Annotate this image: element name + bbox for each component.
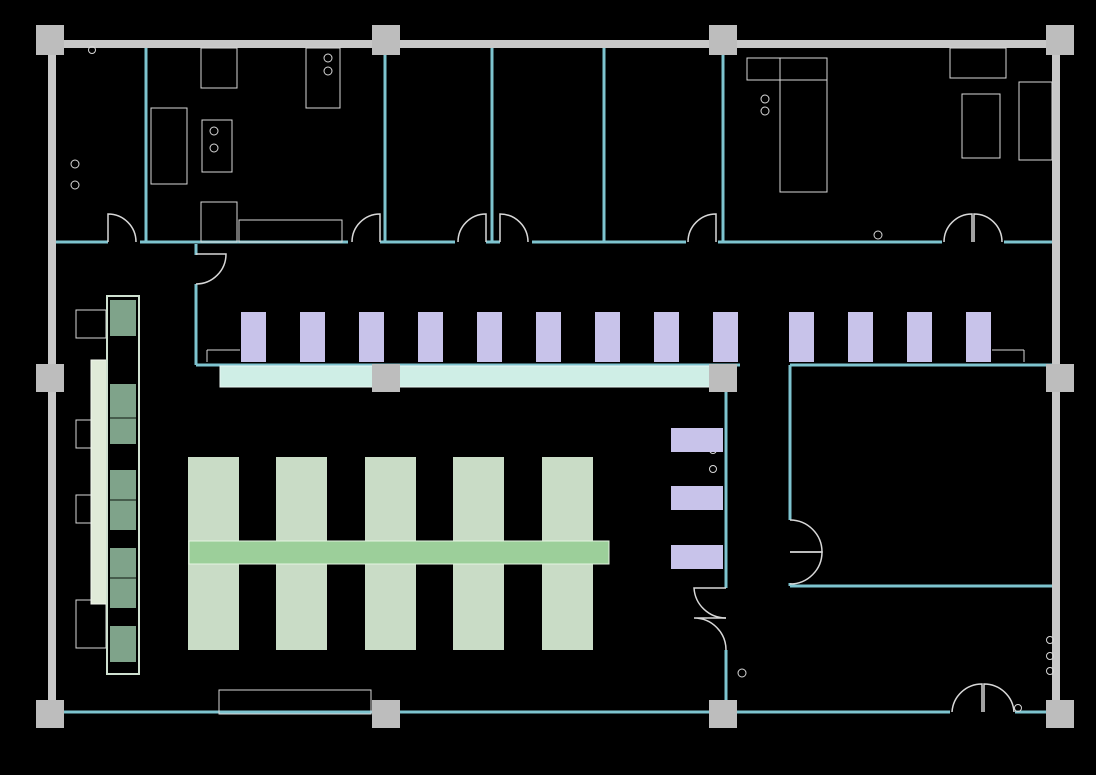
column [372,364,400,392]
cabinet [200,201,238,243]
column [709,364,737,392]
workstation [671,428,723,452]
workstation [359,312,384,362]
column [36,700,64,728]
rack-unit-bottom [110,626,136,662]
wall-north [48,40,1060,48]
door-swing-room5 [687,213,717,243]
workstation [789,312,814,362]
door-swing-entrance-right [983,683,1015,713]
column [36,25,64,55]
column [1046,364,1074,392]
rack-unit-top [110,300,136,336]
equipment-rack [90,295,140,675]
east-workstations [671,428,723,569]
workstation [595,312,620,362]
workstation [966,312,991,362]
rack-frame [106,295,140,675]
column [709,700,737,728]
door-swing-office-east [789,519,823,553]
lab-counter [219,365,721,388]
door-swing-room6-left [943,213,973,243]
bench-spine [188,540,610,565]
workstation [300,312,325,362]
door-swing-room1 [107,213,137,243]
desk [961,93,1001,159]
workstation [536,312,561,362]
rack-panel [90,359,108,605]
workstation [848,312,873,362]
column [1046,700,1074,728]
desk [150,107,188,185]
door-swing-entrance-left [951,683,983,713]
door-swing-room3 [457,213,487,243]
workstation [418,312,443,362]
structural-columns [36,25,1074,728]
door-swing-room4 [499,213,529,243]
north-workstations [241,312,991,362]
column [372,700,400,728]
column [1046,25,1074,55]
shelf [1018,81,1053,161]
door-swings [107,213,1015,713]
counter [218,689,372,715]
workstation [907,312,932,362]
door-swing-office-east-2 [789,551,823,585]
column [372,25,400,55]
rack-unit [110,384,136,444]
door-swing-room6-right [973,213,1003,243]
equipment [201,119,233,173]
cabinet [200,47,238,89]
counter [238,219,343,243]
door-swing-room2 [351,213,381,243]
workstation [671,545,723,569]
door-swing-lab-north [195,253,227,285]
workstation [671,486,723,510]
workstation [654,312,679,362]
workstation [241,312,266,362]
workstation [713,312,738,362]
workstation [477,312,502,362]
column [36,364,64,392]
door-swing-lab-east-2 [693,617,727,651]
cabinet [949,47,1007,79]
desk [779,57,828,193]
column [709,25,737,55]
cabinet [305,47,341,109]
